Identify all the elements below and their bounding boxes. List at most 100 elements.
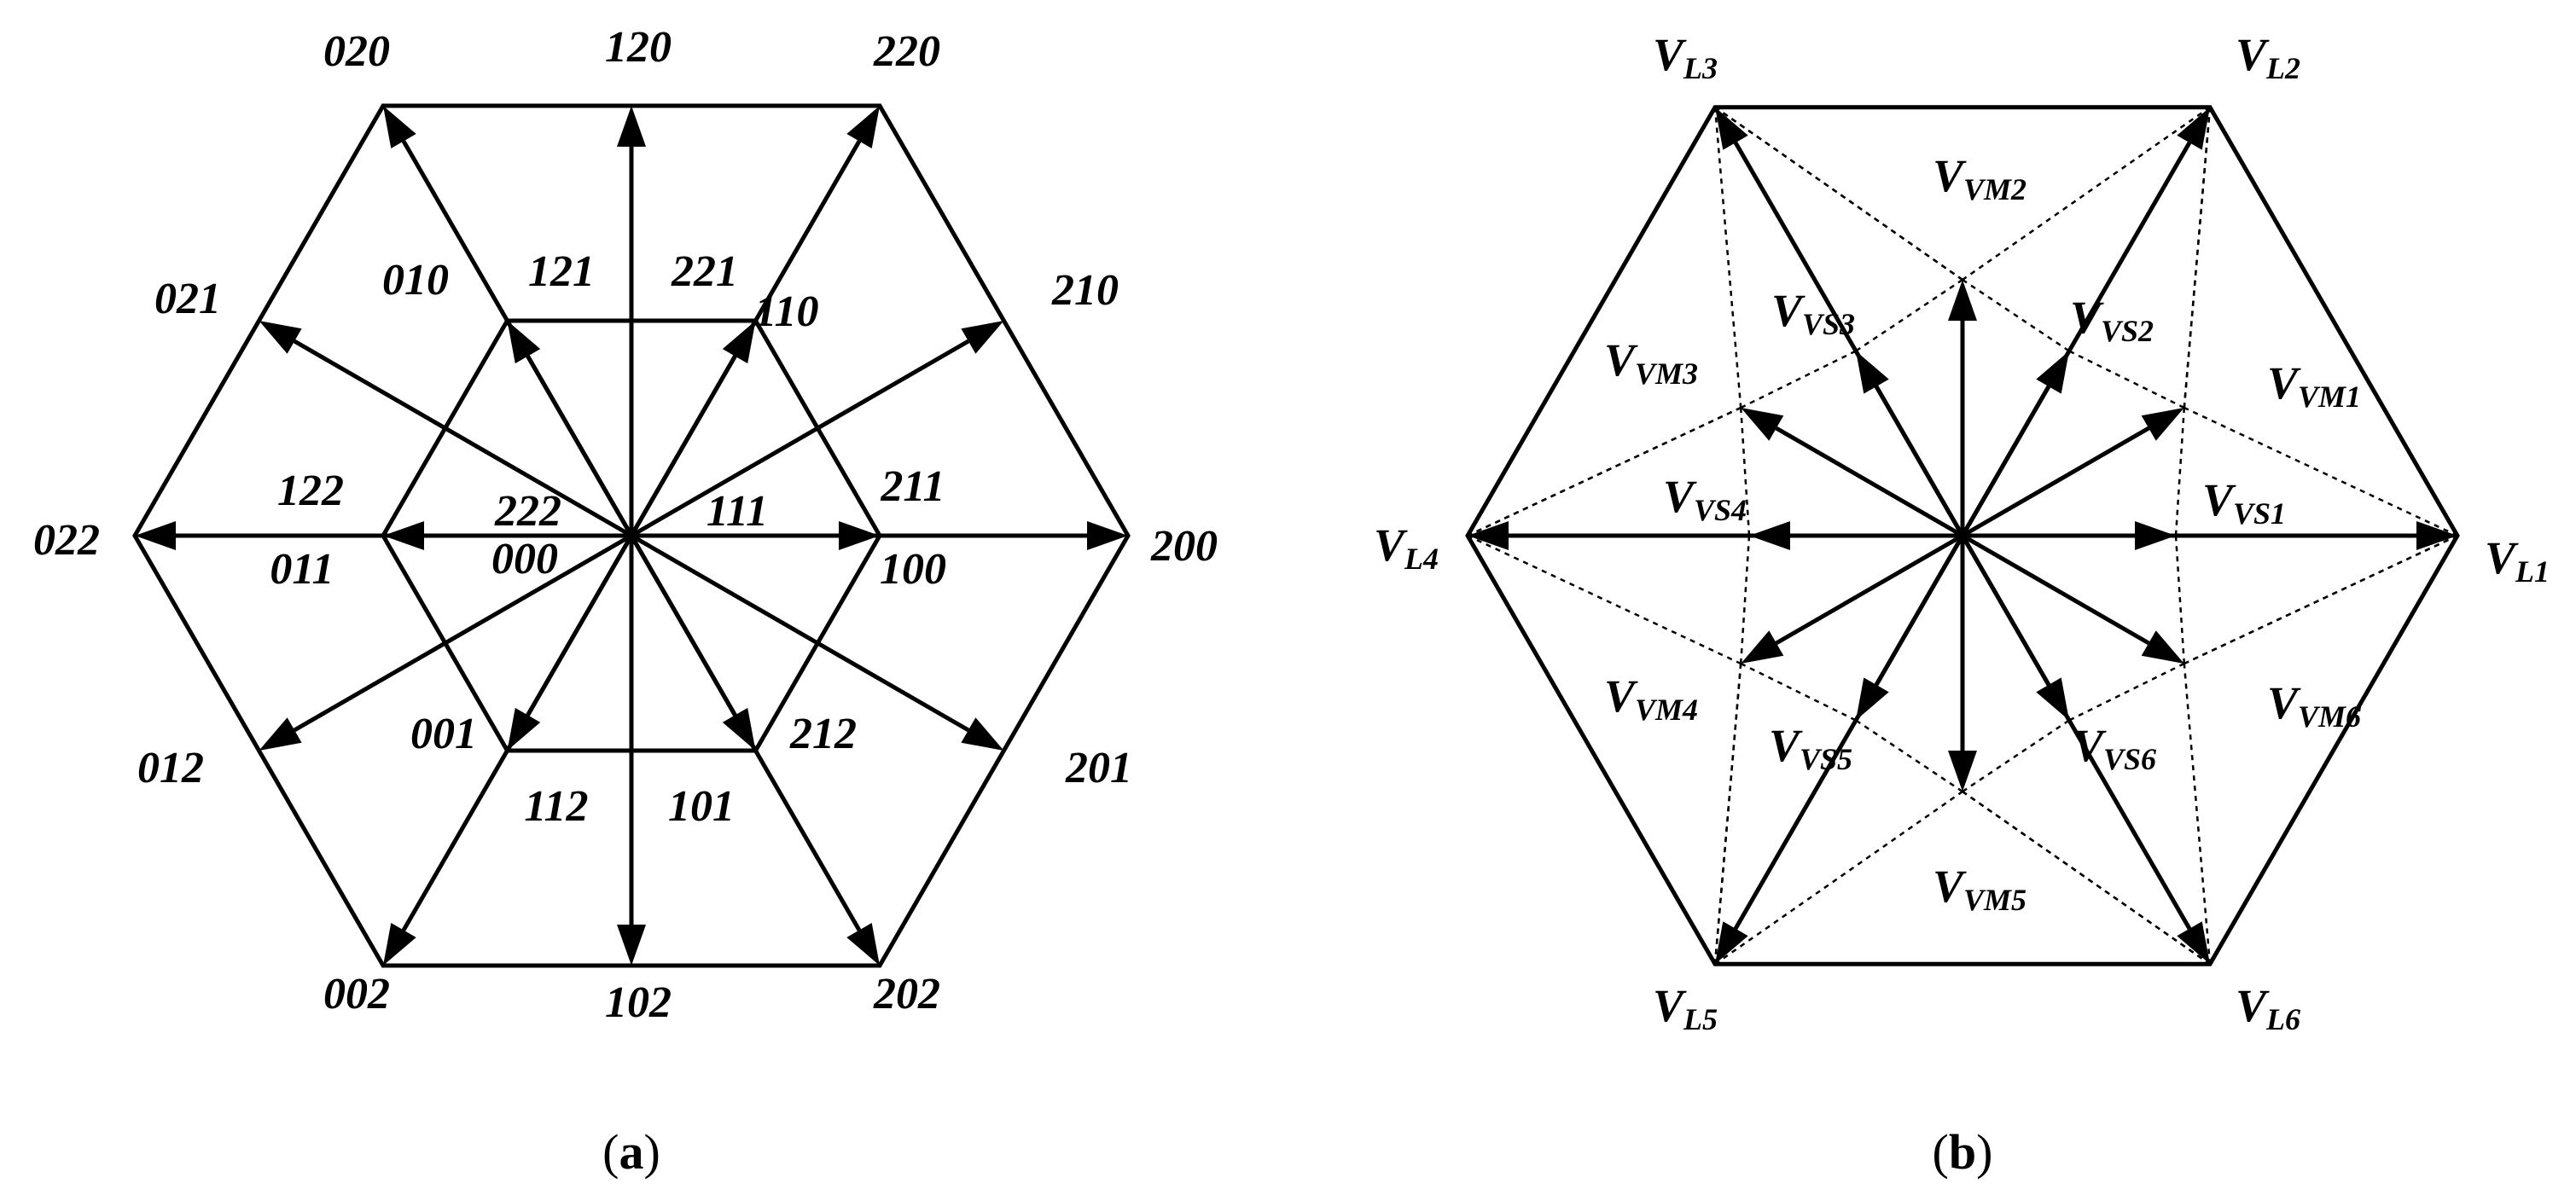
- panel-b-dotted-line-4-3: [1739, 535, 1751, 664]
- panel-b-medium-label-5-main: V: [1933, 861, 1967, 912]
- panel-b-dotted-line-5-3: [1855, 719, 1963, 793]
- panel-b-small-label-6-subscript: VS6: [2103, 742, 2156, 776]
- panel-b-small-vector-5-shaft: [1874, 534, 1965, 687]
- panel-a-outer-label-2: 220: [873, 27, 940, 76]
- panel-a-medium-vector-3-shaft: [293, 339, 633, 538]
- panel-a-small-vector-2-shaft: [629, 355, 737, 537]
- panel-b-large-label-5-subscript: L5: [1683, 1002, 1718, 1036]
- panel-b-dotted-line-6-1: [2183, 663, 2212, 965]
- panel-a-outer-label-1: 200: [1150, 522, 1218, 571]
- panel-a-outer-label-6: 202: [873, 970, 940, 1018]
- panel-b-medium-vector-6-shaft: [1961, 533, 2150, 646]
- panel-b-small-vector-6-head: [2036, 677, 2069, 721]
- panel-a-small-vector-6-shaft: [629, 534, 737, 716]
- panel-a-inner-positive-label-3: 121: [528, 247, 595, 296]
- panel-a-medium-vector-2-head: [617, 106, 646, 147]
- panel-b-large-vector-5-head: [1715, 921, 1748, 965]
- panel-b-small-label-3: VVS3: [1771, 285, 1855, 341]
- panel-b-large-label-1: VL1: [2485, 532, 2550, 589]
- panel-a-inner-positive-label-1: 211: [880, 462, 945, 511]
- panel-b-medium-label-5-subscript: VM5: [1963, 883, 2026, 917]
- panel-a-inner-positive-label-6: 212: [789, 710, 857, 758]
- panel-b-medium-label-1: VVM1: [2267, 357, 2361, 414]
- panel-a-small-vector-6-head: [722, 707, 756, 751]
- panel-a-large-vector-5-head: [383, 923, 416, 966]
- panel-a-small-vector-3-shaft: [526, 355, 634, 537]
- panel-a-outer-label-3: 020: [323, 27, 390, 76]
- panel-b-dotted-line-5-4: [1740, 662, 1857, 722]
- panel-b-small-vector-5-head: [1856, 677, 1889, 721]
- panel-b-medium-vector-4-shaft: [1775, 533, 1964, 646]
- panel-b-dotted-line-4-4: [1739, 407, 1751, 537]
- panel-a-inner-negative-label-1: 100: [880, 545, 946, 594]
- panel-a-caption-letter: a: [619, 1124, 644, 1180]
- panel-a-inner-negative-label-2: 110: [754, 287, 818, 336]
- panel-b-dotted-line-2-2: [2183, 107, 2212, 409]
- panel-b-large-label-4-main: V: [1374, 519, 1408, 571]
- panel-b-small-label-2-subscript: VS2: [2101, 314, 2154, 348]
- panel-a-medium-vector-6-shaft: [630, 533, 970, 733]
- panel-b-small-label-6-main: V: [2073, 720, 2107, 771]
- panel-b-small-label-5-subscript: VS5: [1800, 742, 1852, 776]
- panel-b-caption: (b): [1933, 1124, 1993, 1180]
- panel-b-dotted-line-6-4: [1962, 719, 2070, 793]
- panel-a-large-vector-1-head: [1087, 521, 1128, 550]
- panel-a-medium-vector-5-head: [617, 925, 646, 966]
- panel-a-edge-mid-label-2: 120: [605, 23, 672, 72]
- panel-b-large-vector-3-head: [1715, 107, 1748, 150]
- panel-b-small-vector-4-head: [1749, 521, 1790, 550]
- panel-a-medium-vector-1-shaft: [630, 339, 970, 538]
- panel-b-dotted-line-1-4: [2174, 535, 2186, 664]
- panel-a-edge-mid-label-4: 012: [137, 744, 204, 792]
- panel-b-medium-label-1-main: V: [2267, 357, 2301, 409]
- panel-b-large-vector-4-head: [1468, 521, 1509, 550]
- panel-a-large-vector-2-head: [846, 106, 880, 148]
- panel-a-zero-label-222: 222: [494, 487, 561, 536]
- panel-a-small-vector-2-head: [722, 321, 756, 364]
- panel-b-dotted-line-4-1: [1467, 534, 1742, 665]
- panel-b-medium-label-2-subscript: VM2: [1963, 172, 2026, 206]
- panel-b-large-vector-2-head: [2177, 107, 2210, 150]
- panel-b-medium-vector-3-shaft: [1775, 426, 1964, 538]
- panel-b-medium-label-4-main: V: [1604, 670, 1638, 722]
- panel-b-small-vector-3-shaft: [1874, 385, 1965, 537]
- panel-a-medium-vector-4-shaft: [293, 533, 633, 733]
- panel-a-medium-vector-3-head: [259, 321, 302, 354]
- panel-b-small-label-1: VVS1: [2202, 474, 2286, 531]
- panel-b-dotted-line-2-3: [1962, 278, 2070, 352]
- panel-b-small-label-4-subscript: VS4: [1694, 493, 1747, 527]
- panel-b-medium-label-1-subscript: VM1: [2298, 380, 2361, 414]
- panel-b-medium-vector-3-head: [1741, 408, 1784, 441]
- panel-a-small-vector-4-head: [383, 521, 424, 550]
- panel-b-small-label-1-main: V: [2202, 474, 2236, 525]
- panel-b-small-label-4: VVS4: [1663, 471, 1747, 527]
- panel-a-medium-vector-6-head: [961, 717, 1004, 751]
- panel-b-small-label-5-main: V: [1769, 720, 1803, 771]
- panel-b-medium-vector-6-head: [2141, 630, 2184, 664]
- panel-b-large-label-1-main: V: [2485, 532, 2519, 583]
- panel-b-small-label-3-main: V: [1771, 285, 1806, 336]
- panel-a-edge-mid-label-5: 102: [605, 978, 672, 1027]
- panel-b-dotted-line-6-5: [2183, 534, 2458, 665]
- panel-a-caption: (a): [602, 1124, 660, 1180]
- panel-b-large-label-3-subscript: L3: [1683, 51, 1718, 85]
- panel-b-large-label-5-main: V: [1653, 980, 1687, 1031]
- panel-a-large-vector-6-head: [846, 923, 880, 966]
- panel-b-small-label-6: VVS6: [2073, 720, 2156, 776]
- panel-b-large-vector-6-head: [2177, 921, 2210, 965]
- panel-b-dotted-line-3-4: [1855, 278, 1963, 352]
- panel-b-large-label-4: VL4: [1374, 519, 1439, 576]
- panel-b-medium-label-3-main: V: [1604, 334, 1638, 386]
- panel-b-small-label-5: VVS5: [1769, 720, 1852, 776]
- panel-a-small-vector-1-head: [839, 521, 880, 550]
- panel-b-large-vector-1-head: [2416, 521, 2457, 550]
- panel-a-small-vector-5-head: [507, 707, 541, 751]
- panel-b-medium-label-2-main: V: [1933, 150, 1967, 201]
- panel-b-small-vector-2-shaft: [1960, 385, 2051, 537]
- panel-b-medium-label-6-main: V: [2267, 677, 2301, 728]
- panel-b-large-label-4-subscript: L4: [1404, 542, 1439, 576]
- panel-b-dotted-line-6-2: [1962, 790, 2211, 966]
- panel-a-inner-negative-label-3: 010: [382, 256, 449, 305]
- panel-a-inner-positive-label-4: 122: [277, 467, 344, 515]
